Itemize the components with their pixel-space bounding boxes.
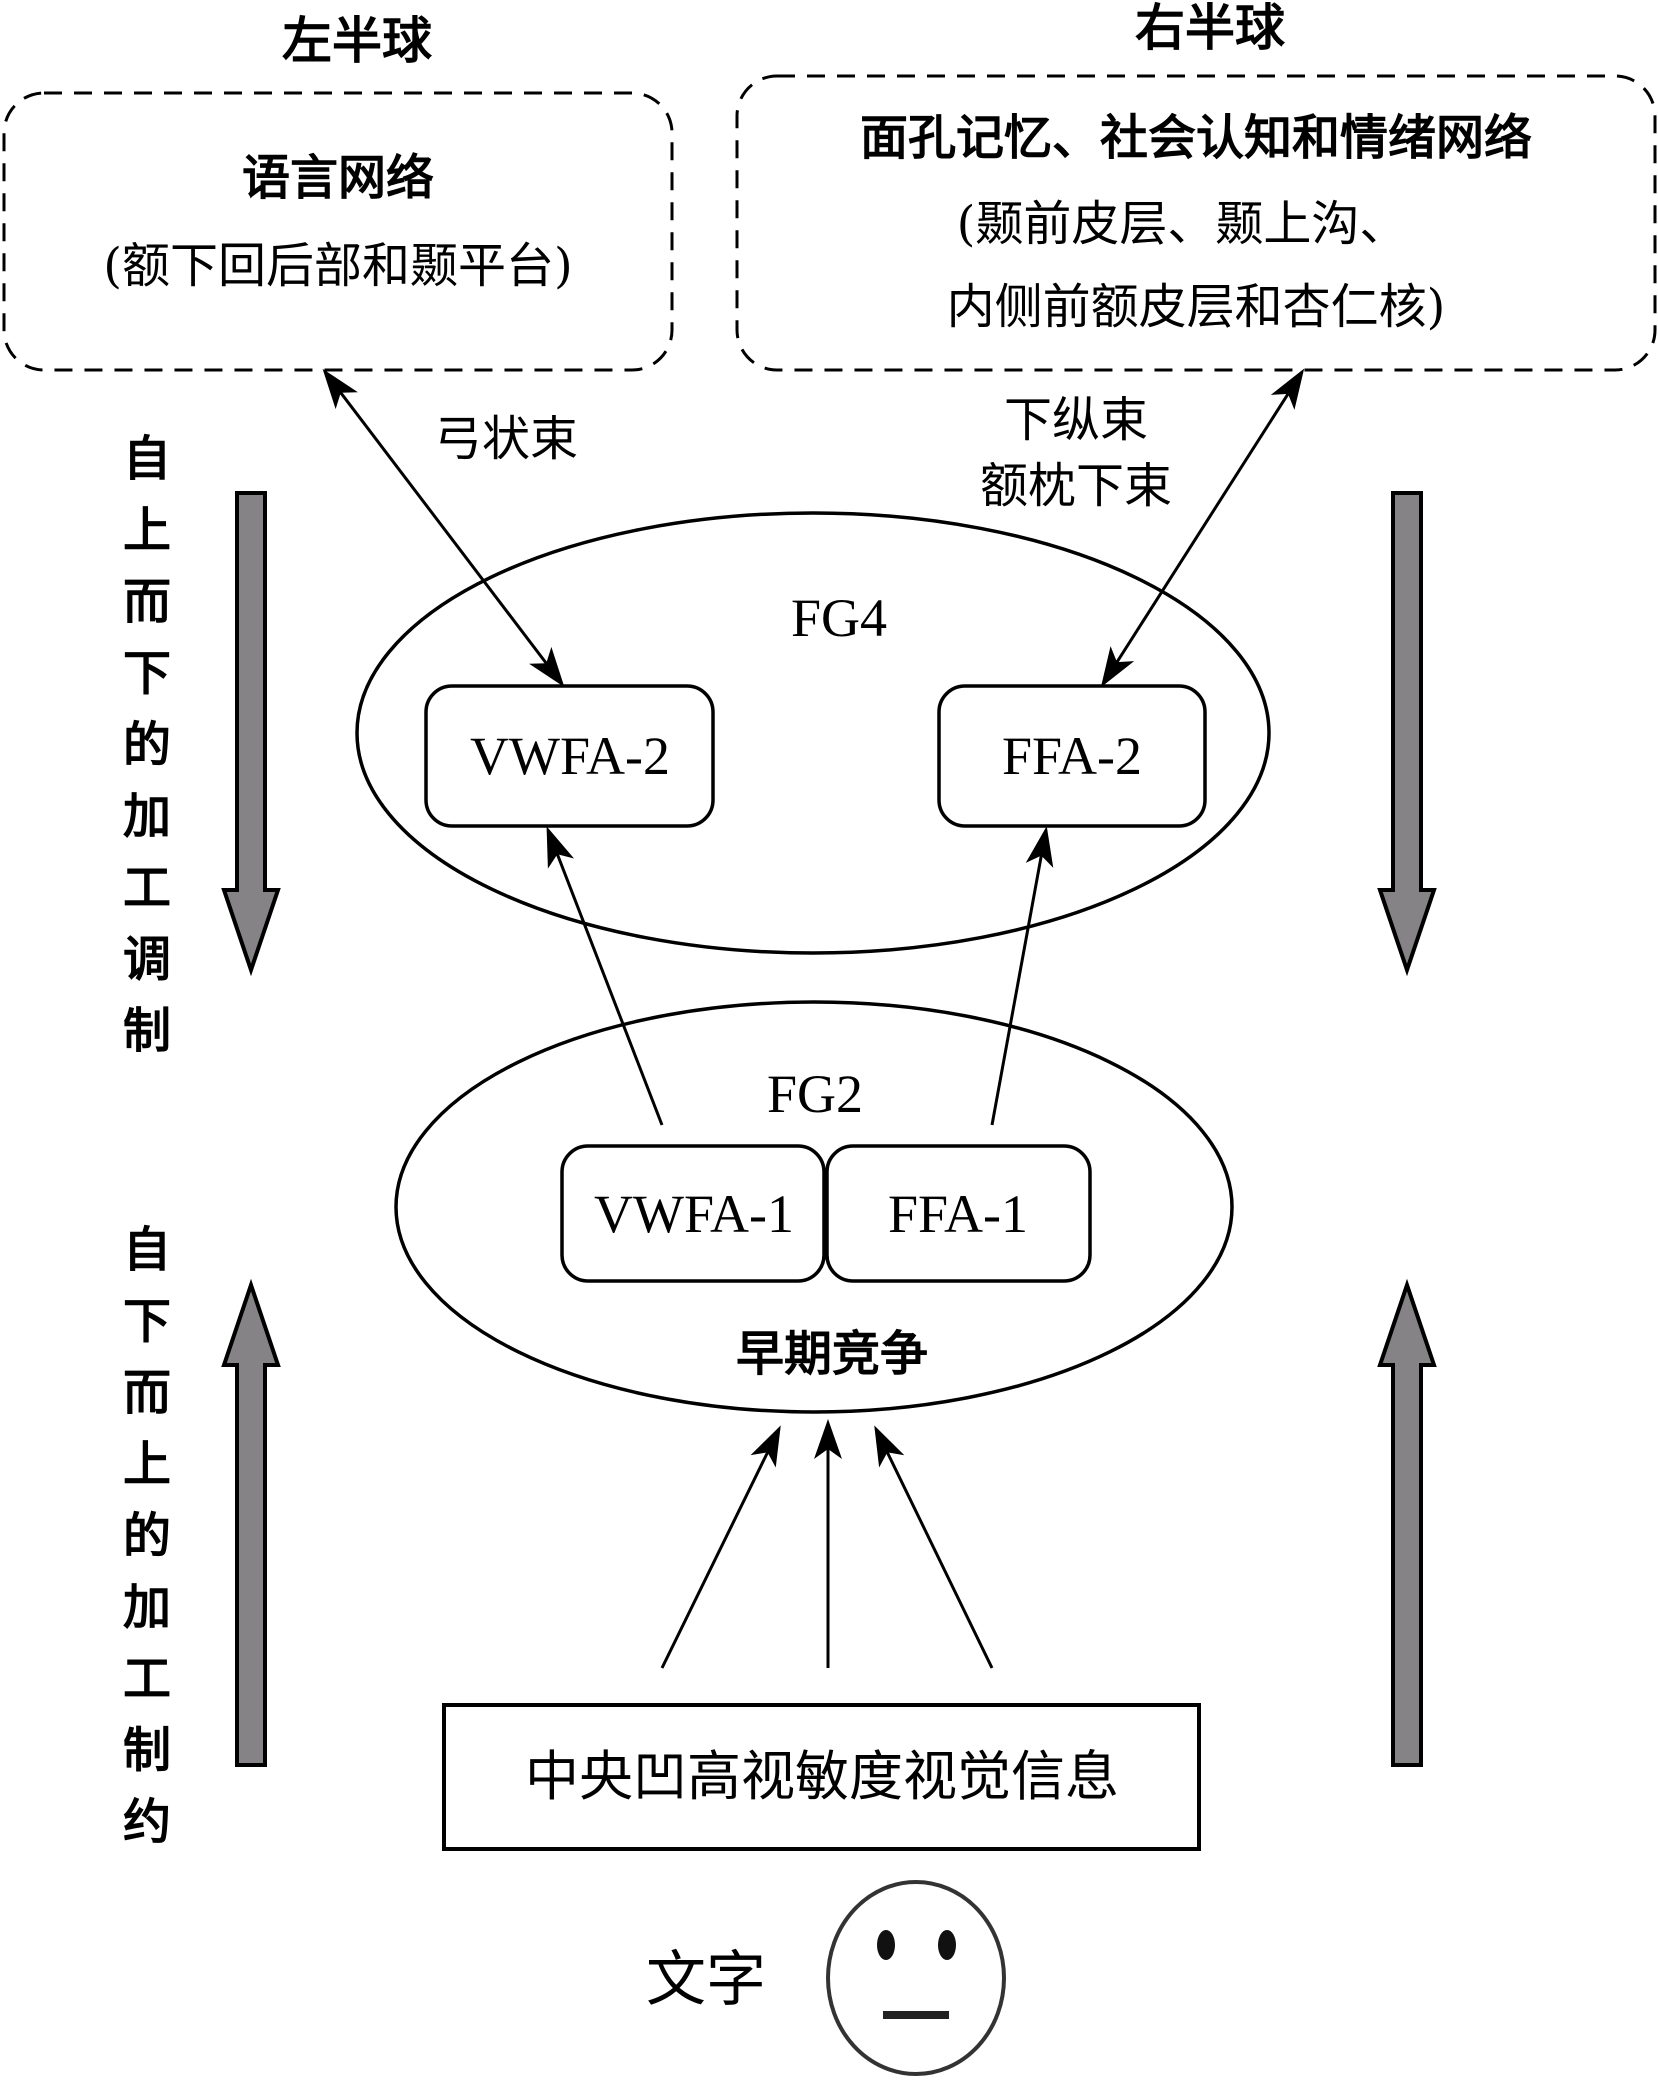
ffa-2-box — [937, 684, 1207, 828]
vertical-label-char: 自 — [123, 431, 171, 487]
vertical-label-char: 加 — [123, 789, 171, 845]
vertical-label-char: 上 — [123, 1437, 171, 1493]
neutral-face-icon — [826, 1880, 1006, 2076]
face-outline — [826, 1880, 1006, 2076]
vertical-label-char: 调 — [123, 932, 171, 988]
ffa-1-label: FFA-1 — [888, 1184, 1028, 1244]
foveal-input-label: 中央凹高视敏度视觉信息 — [525, 1745, 1119, 1808]
language-network-border — [2, 91, 674, 372]
vertical-label-char: 加 — [123, 1580, 171, 1636]
vertical-label-char: 的 — [123, 717, 171, 773]
ffa-1-to-ffa-2-arrow — [990, 826, 1054, 1126]
ffa-2-label: FFA-2 — [1002, 726, 1142, 786]
input-arrow-right — [874, 1425, 994, 1669]
vwfa-1-label: VWFA-1 — [594, 1184, 794, 1244]
vertical-label-char: 制 — [123, 1003, 171, 1059]
top-down-arrow-left — [221, 491, 281, 977]
vwfa-2-label: VWFA-2 — [470, 726, 670, 786]
language-network-box: 语言网络 (额下回后部和颞平台) — [2, 91, 674, 372]
bottom-up-arrow-right — [1377, 1278, 1437, 1767]
foveal-input-box: 中央凹高视敏度视觉信息 — [442, 1703, 1201, 1851]
vertical-label-char: 而 — [123, 574, 171, 630]
fg4-label: FG4 — [791, 588, 887, 648]
face-network-regions-line2: 内侧前额皮层和杏仁核) — [947, 279, 1446, 335]
fg4-region: FG4 VWFA-2 FFA-2 — [355, 511, 1271, 955]
language-network-title: 语言网络 — [242, 150, 434, 206]
fg2-label: FG2 — [767, 1064, 863, 1124]
arcuate-fasciculus-arrow — [322, 368, 565, 688]
vertical-label-char: 自 — [123, 1222, 171, 1278]
fg4-ellipse — [355, 511, 1271, 955]
ifof-label: 额枕下束 — [980, 458, 1172, 514]
vertical-label-char: 约 — [123, 1794, 171, 1850]
face-network-title: 面孔记忆、社会认知和情绪网络 — [860, 110, 1532, 166]
vwfa-1-to-vwfa-2-arrow — [546, 826, 664, 1126]
fg2-ellipse — [394, 1000, 1234, 1414]
vertical-label-char: 上 — [123, 503, 171, 559]
vertical-label-char: 下 — [123, 1294, 171, 1350]
ilf-ifof-arrow — [1100, 368, 1305, 688]
arcuate-fasciculus-label: 弓状束 — [434, 411, 578, 467]
early-competition-label: 早期竞争 — [736, 1326, 928, 1382]
vwfa-1-box — [560, 1144, 826, 1283]
language-network-regions: (额下回后部和颞平台) — [103, 238, 572, 294]
vertical-label-char: 制 — [123, 1723, 171, 1779]
text-stimulus-label: 文字 — [646, 1945, 766, 2015]
top-down-arrow-right — [1377, 491, 1437, 977]
input-arrow-left — [660, 1425, 781, 1669]
face-mouth — [883, 2011, 949, 2019]
ilf-label: 下纵束 — [1004, 392, 1148, 448]
vertical-label-char: 工 — [123, 1651, 171, 1707]
face-network-regions-line1: (颞前皮层、颞上沟、 — [957, 196, 1408, 252]
face-right-eye — [938, 1930, 956, 1960]
left-hemisphere-title: 左半球 — [282, 12, 433, 70]
vwfa-2-box — [424, 684, 715, 828]
face-network-box: 面孔记忆、社会认知和情绪网络 (颞前皮层、颞上沟、 内侧前额皮层和杏仁核) — [735, 74, 1657, 372]
vertical-label-char: 下 — [123, 646, 171, 702]
foveal-input-border — [442, 1703, 1201, 1851]
right-hemisphere-title: 右半球 — [1135, 0, 1286, 57]
face-left-eye — [877, 1930, 895, 1960]
vertical-label-char: 工 — [123, 860, 171, 916]
fg2-region: FG2 VWFA-1 FFA-1 早期竞争 — [394, 1000, 1234, 1414]
vertical-label-char: 而 — [123, 1365, 171, 1421]
bottom-up-arrow-left — [221, 1278, 281, 1767]
vertical-label-char: 的 — [123, 1508, 171, 1564]
ffa-1-box — [825, 1144, 1092, 1283]
